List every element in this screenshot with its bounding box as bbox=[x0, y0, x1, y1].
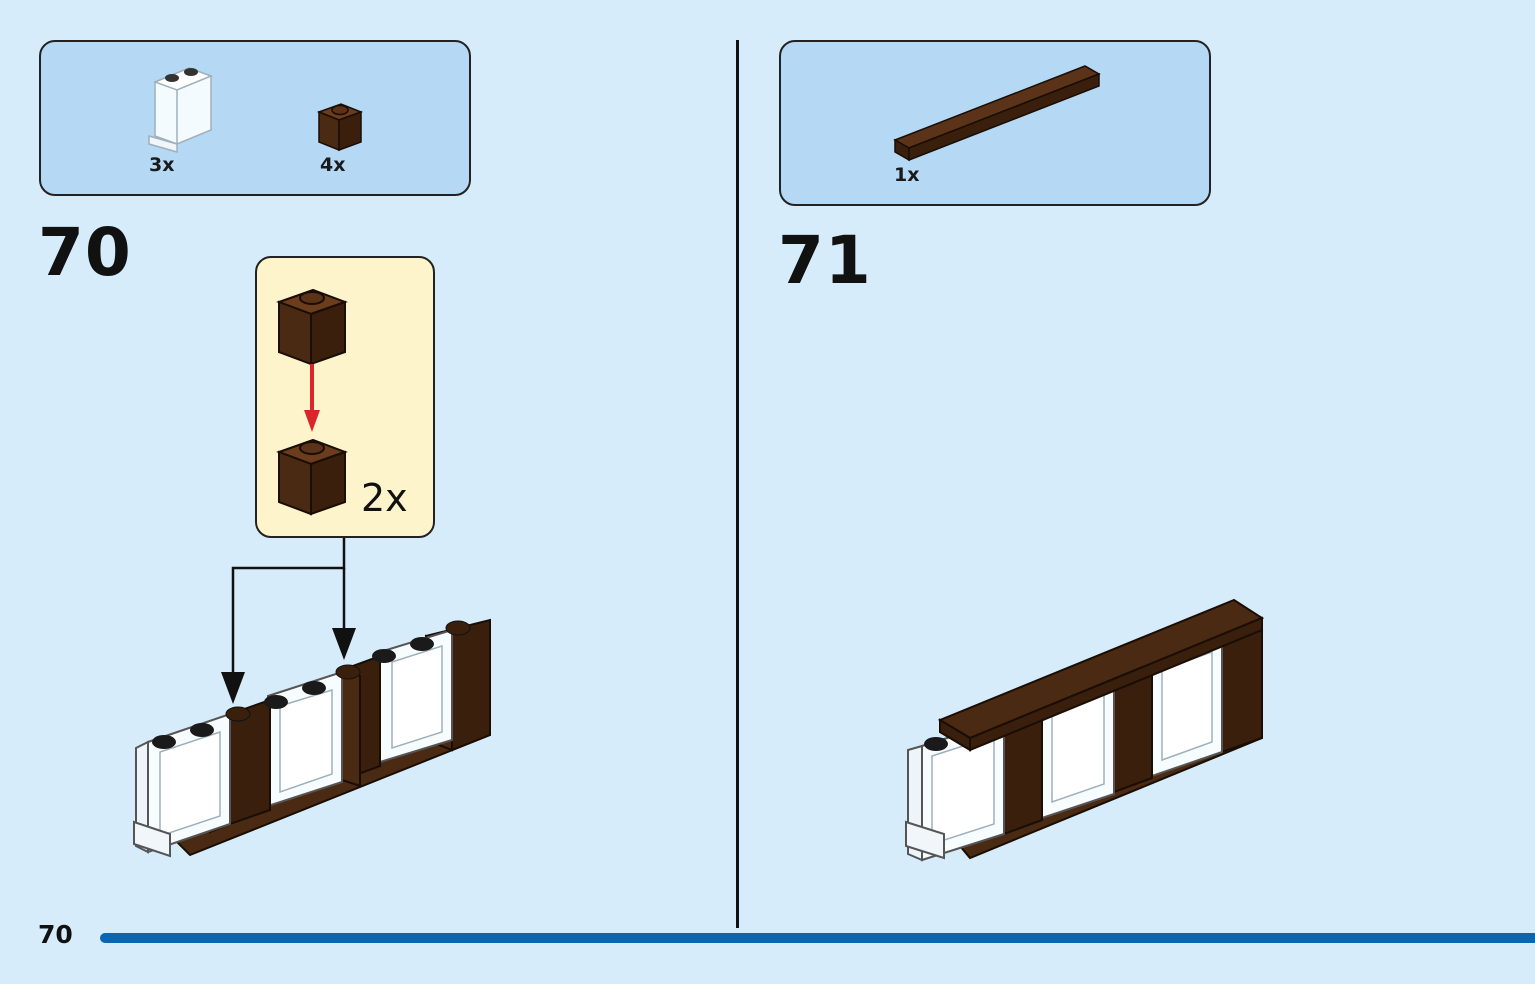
callout-qty: 2x bbox=[361, 476, 408, 520]
part-qty-tile: 1x bbox=[894, 164, 920, 186]
part-qty-brick: 4x bbox=[320, 154, 346, 176]
sub-assembly-callout: 2x bbox=[255, 256, 435, 538]
page-number: 70 bbox=[38, 920, 73, 949]
step-number-70: 70 bbox=[38, 214, 132, 291]
transparent-panel-icon bbox=[148, 67, 214, 153]
brown-brick-icon bbox=[316, 103, 364, 152]
step-number-71: 71 bbox=[778, 222, 872, 299]
parts-box-step-71: 1x bbox=[779, 40, 1211, 206]
wall-assembly-step-71 bbox=[905, 598, 1265, 862]
parts-box-step-70: 3x 4x bbox=[39, 40, 471, 196]
brown-long-tile-icon bbox=[893, 65, 1101, 162]
part-qty-panel: 3x bbox=[149, 154, 175, 176]
sub-assembly-illustration bbox=[276, 288, 348, 516]
footer-bar bbox=[100, 933, 1535, 943]
wall-assembly-step-70 bbox=[133, 618, 491, 858]
step-divider bbox=[736, 40, 739, 928]
